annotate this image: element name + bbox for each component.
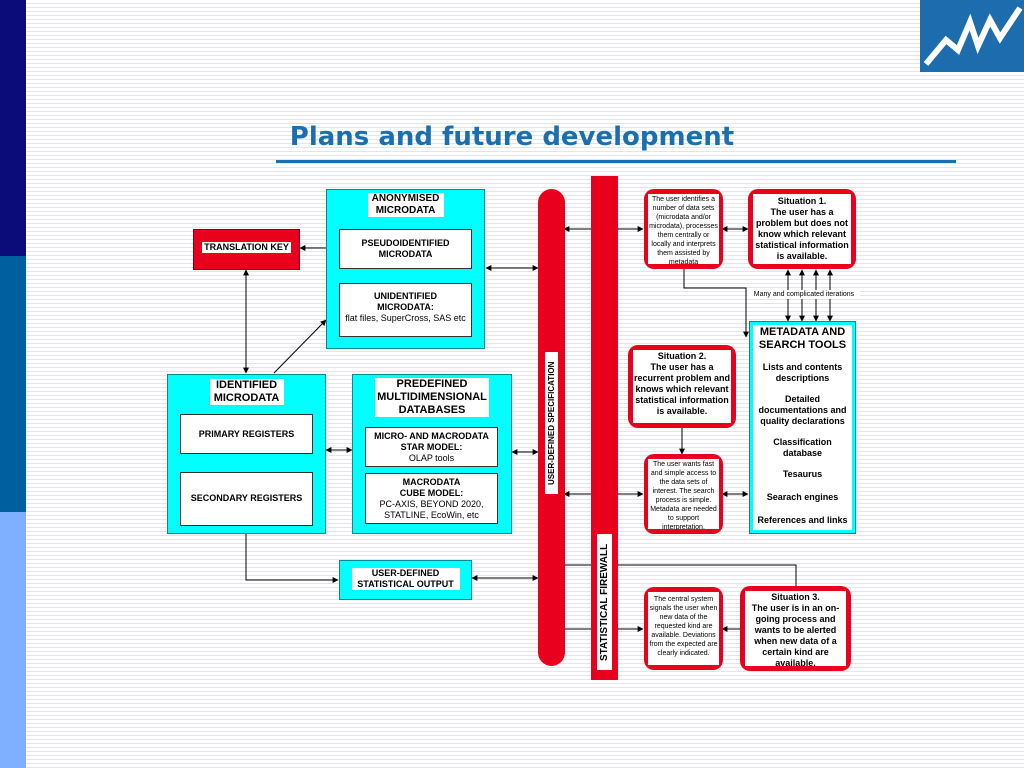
logo-icon bbox=[923, 6, 1023, 66]
metadata-tool-item-classification: Classification database bbox=[773, 437, 832, 458]
anonymised-microdata-panel: ANONYMISED MICRODATA bbox=[326, 189, 485, 349]
situation-3-title: Situation 3. bbox=[771, 592, 820, 602]
translation-key-box: TRANSLATION KEY bbox=[193, 229, 300, 270]
anonymised-microdata-label: ANONYMISED MICRODATA bbox=[367, 193, 444, 217]
situation-1-text: The user has a problem but does not know… bbox=[755, 207, 849, 261]
unidentified-microdata-box: UNIDENTIFIED MICRODATA: flat files, Supe… bbox=[339, 283, 472, 337]
statistical-firewall-label: STATISTICAL FIREWALL bbox=[597, 534, 612, 670]
situation-3-box: Situation 3. The user is in an on-going … bbox=[740, 586, 851, 671]
statistical-firewall-bar: STATISTICAL FIREWALL bbox=[591, 176, 618, 680]
situation-3-text: The user is in an on-going process and w… bbox=[751, 603, 840, 668]
user-defined-specification-label: USER-DEFINED SPECIFICATION bbox=[545, 352, 558, 494]
situation-3-detail-box: The central system signals the user when… bbox=[644, 587, 723, 670]
metadata-tool-item-lists: Lists and contents descriptions bbox=[762, 362, 843, 383]
secondary-registers-box: SECONDARY REGISTERS bbox=[180, 472, 313, 526]
metadata-tool-item-documentation: Detailed documentations and quality decl… bbox=[758, 394, 847, 426]
user-defined-specification-bar: USER-DEFINED SPECIFICATION bbox=[538, 189, 565, 666]
unidentified-microdata-subtitle: flat files, SuperCross, SAS etc bbox=[345, 313, 466, 323]
situation-1-title: Situation 1. bbox=[777, 196, 827, 206]
metadata-search-tools-panel: METADATA AND SEARCH TOOLS Lists and cont… bbox=[749, 321, 856, 534]
situation-1-box: Situation 1. The user has a problem but … bbox=[748, 189, 856, 269]
cube-model-box: MACRODATA CUBE MODEL: PC-AXIS, BEYOND 20… bbox=[365, 473, 498, 524]
page-title: Plans and future development bbox=[289, 122, 735, 152]
unidentified-microdata-title: UNIDENTIFIED MICRODATA: bbox=[374, 291, 437, 312]
primary-registers-box: PRIMARY REGISTERS bbox=[180, 414, 313, 454]
logo bbox=[920, 0, 1024, 72]
situation-2-title: Situation 2. bbox=[657, 351, 707, 361]
identified-microdata-label: IDENTIFIED MICRODATA bbox=[209, 379, 284, 405]
iterations-label: Many and complicated iterations bbox=[748, 290, 860, 299]
metadata-tools-title: METADATA AND SEARCH TOOLS bbox=[758, 326, 847, 351]
title-underline bbox=[276, 160, 956, 163]
user-defined-output-box: USER-DEFINED STATISTICAL OUTPUT bbox=[339, 560, 472, 600]
situation-2-box: Situation 2. The user has a recurrent pr… bbox=[628, 345, 736, 428]
situation-2-detail-box: The user wants fast and simple access to… bbox=[644, 454, 723, 534]
predefined-databases-label: PREDEFINED MULTIDIMENSIONAL DATABASES bbox=[375, 378, 489, 417]
left-band-dark bbox=[0, 0, 26, 256]
pseudoidentified-microdata-box: PSEUDOIDENTIFIED MICRODATA bbox=[339, 229, 472, 269]
metadata-tool-item-tesaurus: Tesaurus bbox=[782, 469, 823, 479]
metadata-tool-item-references: References and links bbox=[757, 515, 848, 525]
left-band-mid bbox=[0, 256, 26, 512]
star-model-box: MICRO- AND MACRODATA STAR MODEL: OLAP to… bbox=[365, 427, 498, 467]
left-band-light bbox=[0, 512, 26, 768]
metadata-tool-item-search-engines: Searach engines bbox=[766, 492, 839, 502]
situation-1-detail-box: The user identifies a number of data set… bbox=[644, 189, 723, 269]
situation-2-text: The user has a recurrent problem and kno… bbox=[633, 362, 731, 416]
